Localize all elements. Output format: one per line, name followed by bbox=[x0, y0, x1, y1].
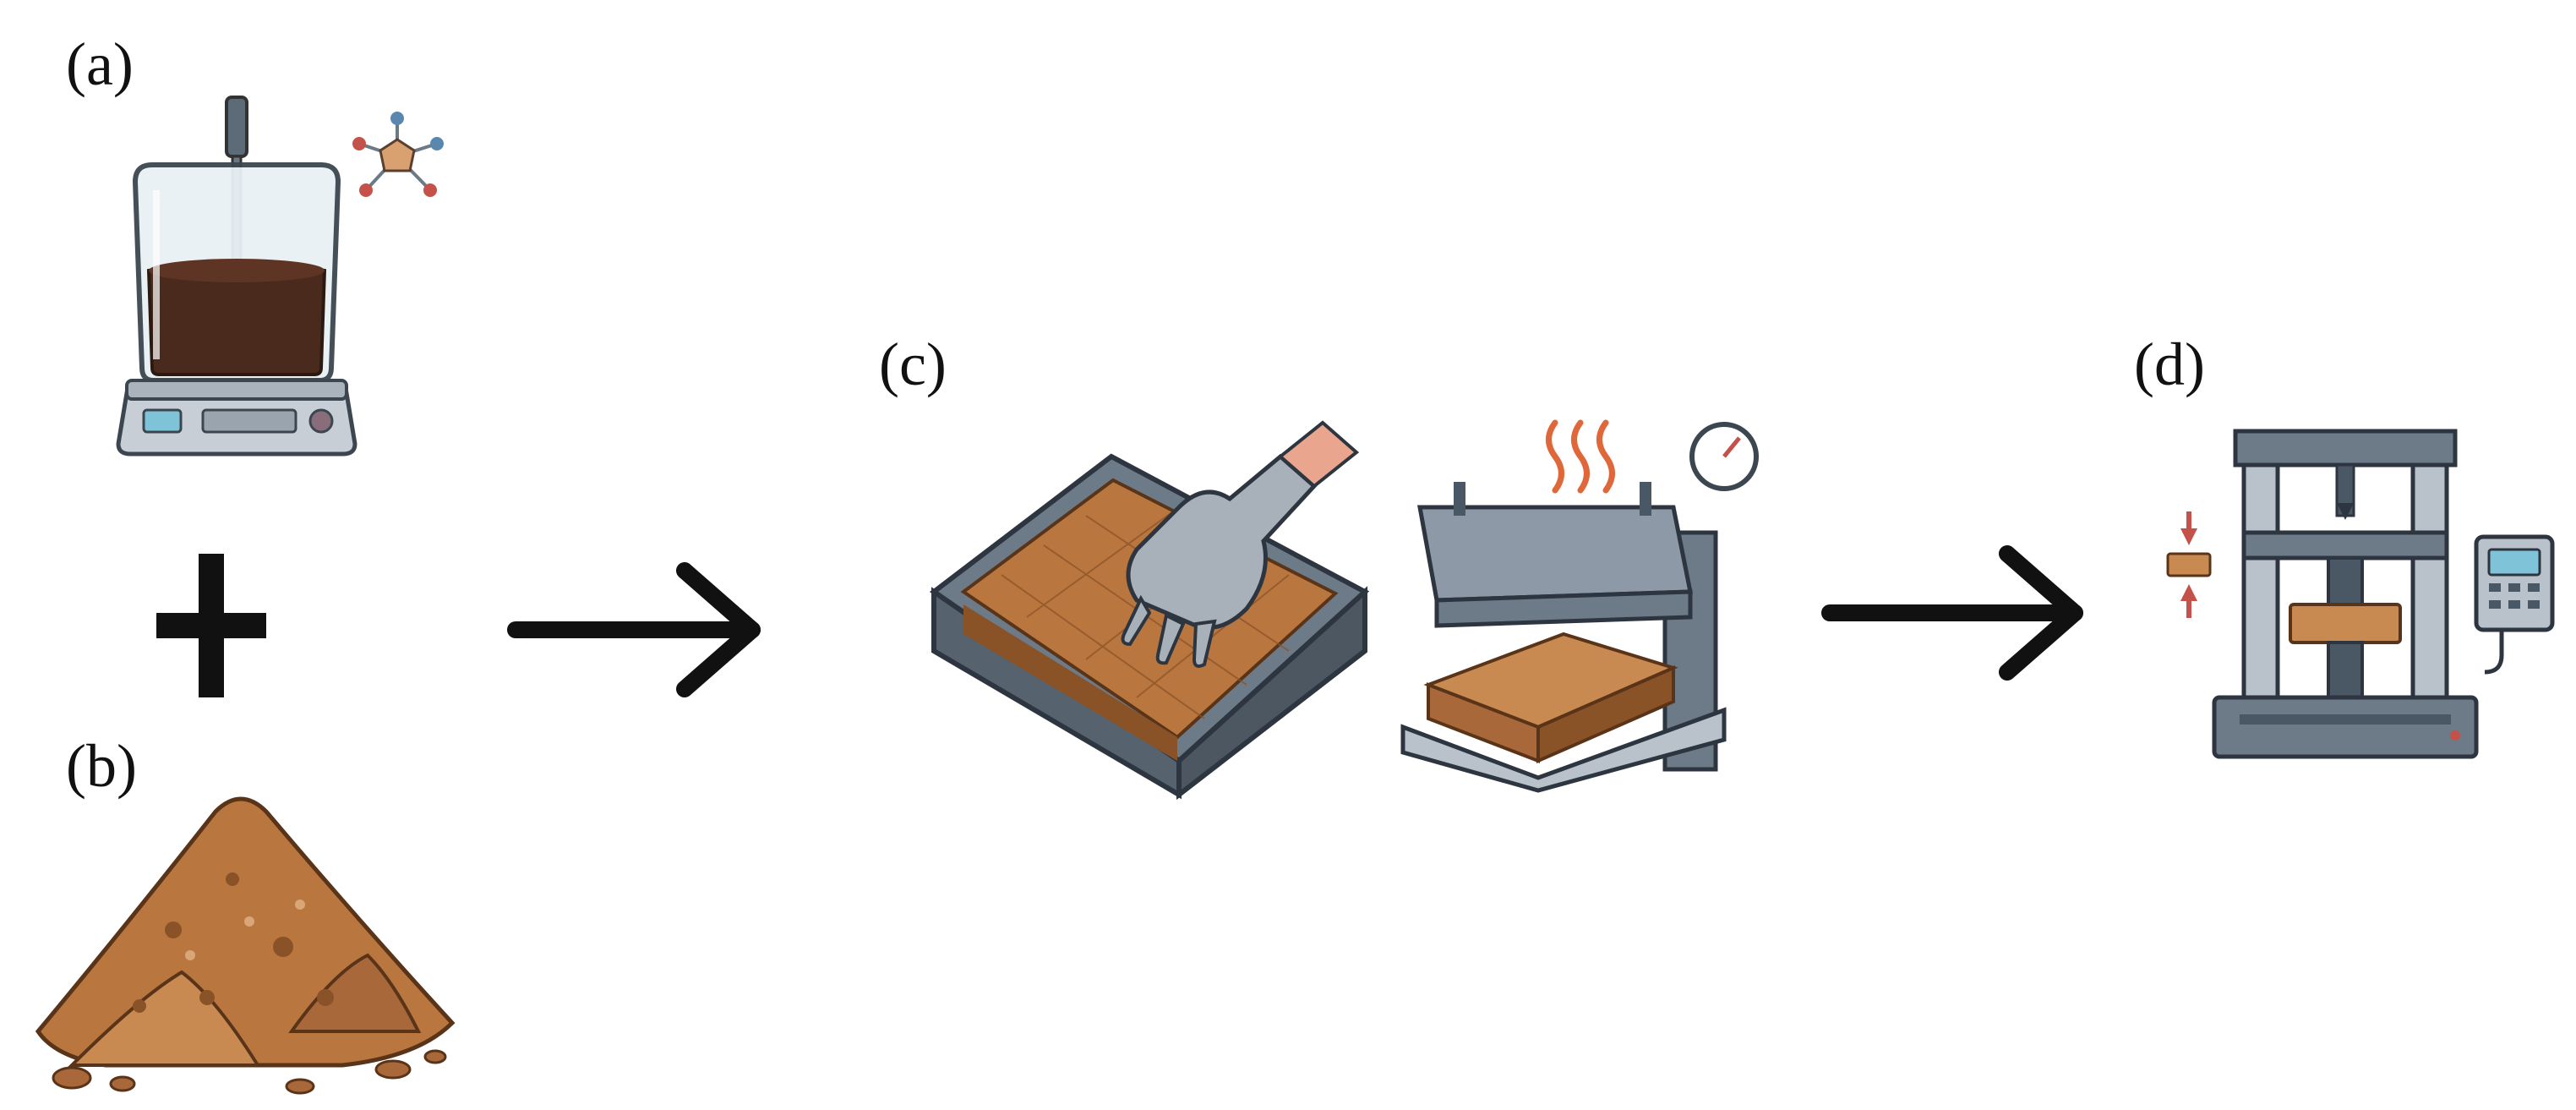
specimen-compression-indicator bbox=[2166, 511, 2212, 618]
heated-press-icon bbox=[1400, 419, 1759, 793]
panel-label-c: (c) bbox=[879, 331, 947, 398]
panel-label-d: (d) bbox=[2134, 331, 2205, 398]
beaker-mixer-icon bbox=[116, 96, 357, 457]
soil-pile-icon bbox=[35, 796, 456, 1095]
arrow-right-icon bbox=[1821, 545, 2083, 681]
compression-testing-machine-icon bbox=[2166, 429, 2555, 759]
panel-label-a: (a) bbox=[66, 30, 134, 98]
arrow-right-icon bbox=[507, 562, 761, 697]
gloved-hand-in-mold-icon bbox=[929, 420, 1370, 801]
plus-icon bbox=[156, 554, 266, 697]
panel-label-b: (b) bbox=[66, 732, 137, 800]
molecule-icon bbox=[352, 112, 444, 197]
